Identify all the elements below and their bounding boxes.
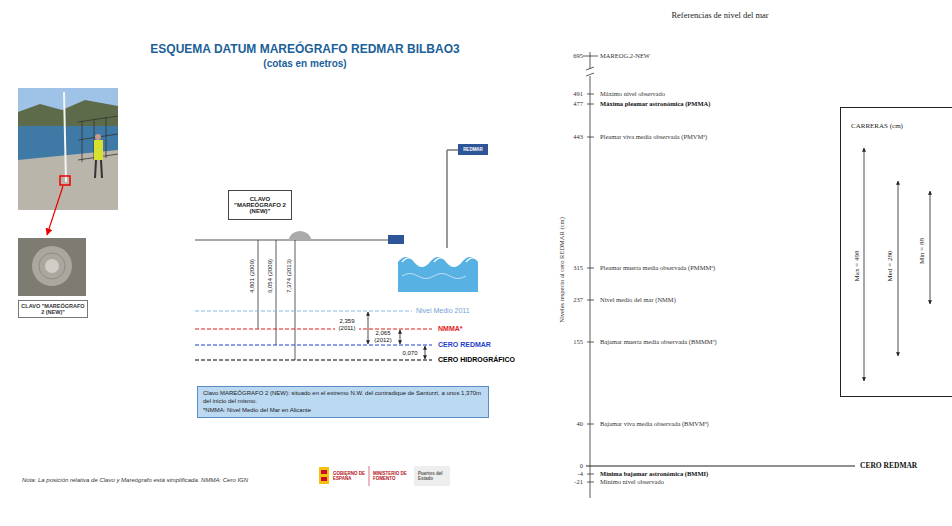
- logo-text: MINISTERIO DE FOMENTO: [373, 471, 409, 481]
- range-box: CARRERAS (cm) Max = 498 Med = 280 Min = 88: [840, 107, 952, 397]
- photo-caption-box: CLAVO "MAREÓGRAFO 2 (NEW)": [18, 300, 88, 318]
- level-name: Nivel medio del mar (NMM): [600, 296, 676, 303]
- dimension: 7,374 (2013): [286, 259, 293, 293]
- axis-value: 40: [577, 420, 584, 427]
- dimension: 2,065 (2012): [371, 330, 395, 344]
- logo-text: Puertos del Estado: [418, 471, 448, 481]
- axis-value: 695: [573, 52, 583, 59]
- dimension: 0,070: [401, 350, 418, 357]
- info-box: Clavo MAREÓGRAFO 2 (NEW): situado en el …: [197, 386, 489, 418]
- chart-title: Referencias de nivel del mar: [671, 11, 768, 21]
- diagram-title: ESQUEMA DATUM MAREÓGRAFO REDMAR BILBAO3: [150, 43, 459, 57]
- logos: [319, 466, 450, 486]
- axis-value: 155: [573, 338, 583, 345]
- level-axis: [583, 52, 930, 498]
- axis-value: 491: [573, 90, 583, 97]
- level-name: Máximo nivel observado: [600, 90, 665, 97]
- range-value: Max = 498: [853, 251, 861, 282]
- box-text: CLAVO "MAREÓGRAFO 2 (NEW)": [232, 196, 288, 214]
- axis-title: Niveles respecto al cero REDMAR (cm): [558, 217, 565, 323]
- axis-value: -21: [574, 478, 583, 485]
- level-name: Mínimo nivel observado: [600, 478, 664, 485]
- level-name: NMMA*: [438, 325, 463, 333]
- axis-value: 477: [573, 100, 583, 107]
- quay-photo: [18, 88, 118, 235]
- logo-text: GOBIERNO DE ESPAÑA: [333, 471, 365, 481]
- dimension: 6,054 (2009): [267, 259, 274, 293]
- level-name: Máxima pleamar astronómica (PMMA): [600, 100, 710, 107]
- box-text: Clavo MAREÓGRAFO 2 (NEW): situado en el …: [203, 390, 483, 406]
- axis-value: 315: [573, 264, 583, 271]
- level-name: CERO HIDROGRÁFICO: [438, 356, 515, 364]
- box-note: *NMMA: Nivel Medio del Mar en Alicante: [203, 407, 483, 415]
- axis-value: 0: [580, 462, 583, 469]
- dimension: 2,359 (2011): [335, 318, 359, 332]
- dimension: 4,801 (2009): [249, 259, 256, 293]
- level-name: Mínima bajamar astronómica (BMMI): [600, 470, 708, 477]
- axis-value: -4: [578, 470, 583, 477]
- range-value: Med = 280: [886, 251, 894, 282]
- level-name: CERO REDMAR: [860, 462, 917, 471]
- subtitle: (cotas en metros): [263, 58, 346, 70]
- datum-scheme: [195, 144, 488, 360]
- nail-photo: [18, 238, 86, 296]
- note: Nota: La posición relativa de Clavo y Ma…: [22, 477, 248, 484]
- axis-value: 237: [573, 296, 583, 303]
- range-value: Min = 88: [918, 238, 926, 264]
- level-name: CERO REDMAR: [438, 341, 491, 349]
- level-name: Nivel Medio 2011: [416, 307, 470, 315]
- level-name: Bajamar viva media observada (BMVMᵒ): [600, 420, 709, 427]
- level-name: Bajamar muerta media observada (BMMMᵒ): [600, 338, 717, 345]
- axis-value: 443: [573, 133, 583, 140]
- level-name: Pleamar muerta media observada (PMMMᵒ): [600, 264, 715, 271]
- nail-box: CLAVO "MAREÓGRAFO 2 (NEW)": [228, 190, 292, 220]
- gauge-tag: REDMAR: [463, 147, 483, 152]
- box-heading: CARRERAS (cm): [850, 122, 904, 130]
- box-text: CLAVO "MAREÓGRAFO 2 (NEW)": [21, 303, 85, 315]
- level-name: Pleamar viva media observada (PMVMᵒ): [600, 133, 707, 140]
- level-name: MAREOG.2-NEW: [600, 52, 650, 59]
